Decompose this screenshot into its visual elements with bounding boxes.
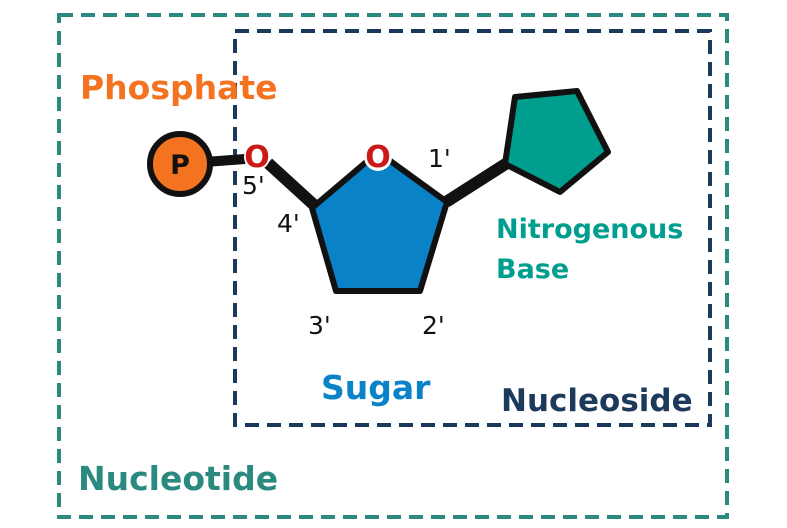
ring-oxygen-label: O bbox=[365, 140, 391, 175]
nucleotide-label: Nucleotide bbox=[78, 459, 278, 498]
sugar-ring bbox=[309, 149, 450, 294]
carbon-1-label: 1' bbox=[428, 144, 451, 173]
bridge-oxygen-label: O bbox=[244, 140, 270, 175]
nucleoside-box bbox=[233, 29, 712, 427]
carbon-2-label: 2' bbox=[422, 311, 445, 340]
carbon-4-label: 4' bbox=[277, 209, 300, 238]
phosphate-circle bbox=[147, 131, 213, 197]
nitrogenous-base-label-line2: Base bbox=[496, 254, 569, 285]
phosphorus-atom-label: P bbox=[170, 150, 190, 181]
carbon-5-label: 5' bbox=[242, 171, 265, 200]
nucleoside-label: Nucleoside bbox=[501, 383, 693, 419]
carbon-3-label: 3' bbox=[308, 311, 331, 340]
c1-base-bond bbox=[442, 157, 511, 208]
oxygen-c5-bond bbox=[263, 158, 319, 210]
nitrogenous-base-ring bbox=[502, 88, 611, 195]
nucleotide-box bbox=[57, 13, 729, 519]
sugar-label: Sugar bbox=[321, 368, 431, 407]
ring-oxygen-backing bbox=[364, 143, 392, 171]
bridge-oxygen-backing bbox=[244, 144, 270, 170]
phosphate-label: Phosphate bbox=[80, 68, 278, 107]
nitrogenous-base-label-line1: Nitrogenous bbox=[496, 214, 683, 245]
